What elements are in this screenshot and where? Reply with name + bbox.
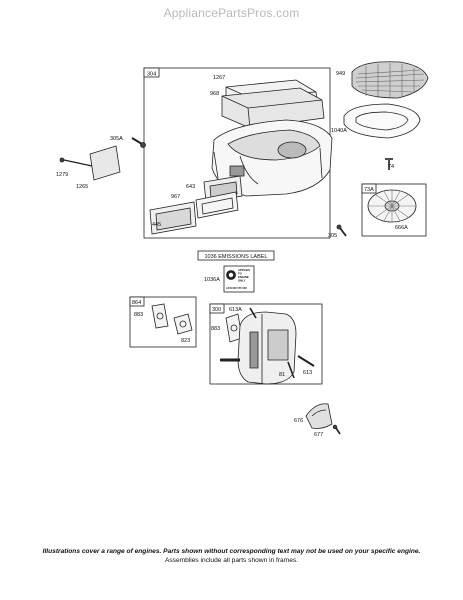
- part-label-677: 677: [314, 432, 323, 438]
- frame-864: [129, 296, 197, 348]
- part-label-883-a: 883: [134, 312, 143, 318]
- part-label-305a: 305A: [110, 136, 123, 142]
- part-label-968: 968: [210, 91, 219, 97]
- gasket-967: [195, 191, 239, 219]
- part-label-967: 967: [171, 194, 180, 200]
- frame-300-tag: [209, 303, 225, 314]
- frame-73a-tag: [361, 183, 377, 194]
- frame-300-label: 300: [212, 307, 221, 313]
- filter-445: [149, 201, 197, 235]
- stud-613a: [249, 307, 257, 319]
- screw-305a: [131, 137, 146, 148]
- screw-305: [336, 224, 347, 237]
- part-label-676: 676: [294, 418, 303, 424]
- part-label-613a: 613A: [229, 307, 242, 313]
- part-label-81: 81: [279, 372, 285, 378]
- screw-677: [332, 424, 341, 435]
- part-label-1265: 1265: [76, 184, 88, 190]
- part-label-949: 949: [336, 71, 345, 77]
- footer-assemblies-note: Assemblies include all parts shown in fr…: [164, 557, 299, 564]
- bolt-1279: [59, 157, 93, 167]
- part-label-613: 613: [303, 370, 312, 376]
- frame-864-tag: [129, 296, 145, 307]
- part-label-823: 823: [181, 338, 190, 344]
- part-label-1267: 1267: [213, 75, 225, 81]
- muffler-guard-676: [305, 403, 333, 429]
- air-cleaner-base: [211, 119, 333, 197]
- emissions-label-card: [223, 265, 255, 293]
- part-label-883-b: 883: [211, 326, 220, 332]
- part-label-1036a: 1036A: [204, 277, 220, 283]
- part-label-74: 74: [388, 164, 394, 170]
- muffler-body: [220, 311, 297, 385]
- footer-disclaimer: Illustrations cover a range of engines. …: [42, 548, 421, 555]
- emissions-label-title: 1036 EMISSIONS LABEL: [205, 254, 268, 260]
- bracket-1265: [89, 145, 121, 181]
- frame-304-tag: [143, 67, 160, 78]
- label-card-line1: APPLIES: [238, 268, 250, 272]
- frame-73a: [361, 183, 427, 237]
- gasket-883-a: [151, 303, 169, 329]
- frame-emissions-label: [197, 250, 275, 261]
- site-watermark: AppliancePartsPros.com: [163, 6, 300, 20]
- part-label-643: 643: [186, 184, 195, 190]
- part-label-445: 445: [152, 222, 161, 228]
- screw-74: [385, 158, 393, 170]
- gasket-823: [173, 313, 193, 335]
- label-card-code: ACN 000 570 000: [226, 286, 247, 290]
- part-label-1279: 1279: [56, 172, 68, 178]
- label-card-line2: TO: [238, 272, 243, 276]
- screw-81: [287, 361, 295, 379]
- part-label-305: 305: [328, 233, 337, 239]
- frame-864-label: 864: [132, 300, 141, 306]
- part-label-666a: 666A: [395, 225, 408, 231]
- stud-613: [297, 355, 315, 367]
- part-label-1040a: 1040A: [331, 128, 347, 134]
- label-card-line3: ENGINE: [238, 275, 249, 279]
- gasket-1040a: [343, 103, 421, 139]
- frame-73a-label: 73A: [364, 187, 374, 193]
- rotating-screen: [367, 189, 417, 223]
- label-card-line4: ONLY: [238, 279, 246, 283]
- pre-cleaner-949: [351, 61, 429, 99]
- frame-304-label: 304: [147, 72, 156, 78]
